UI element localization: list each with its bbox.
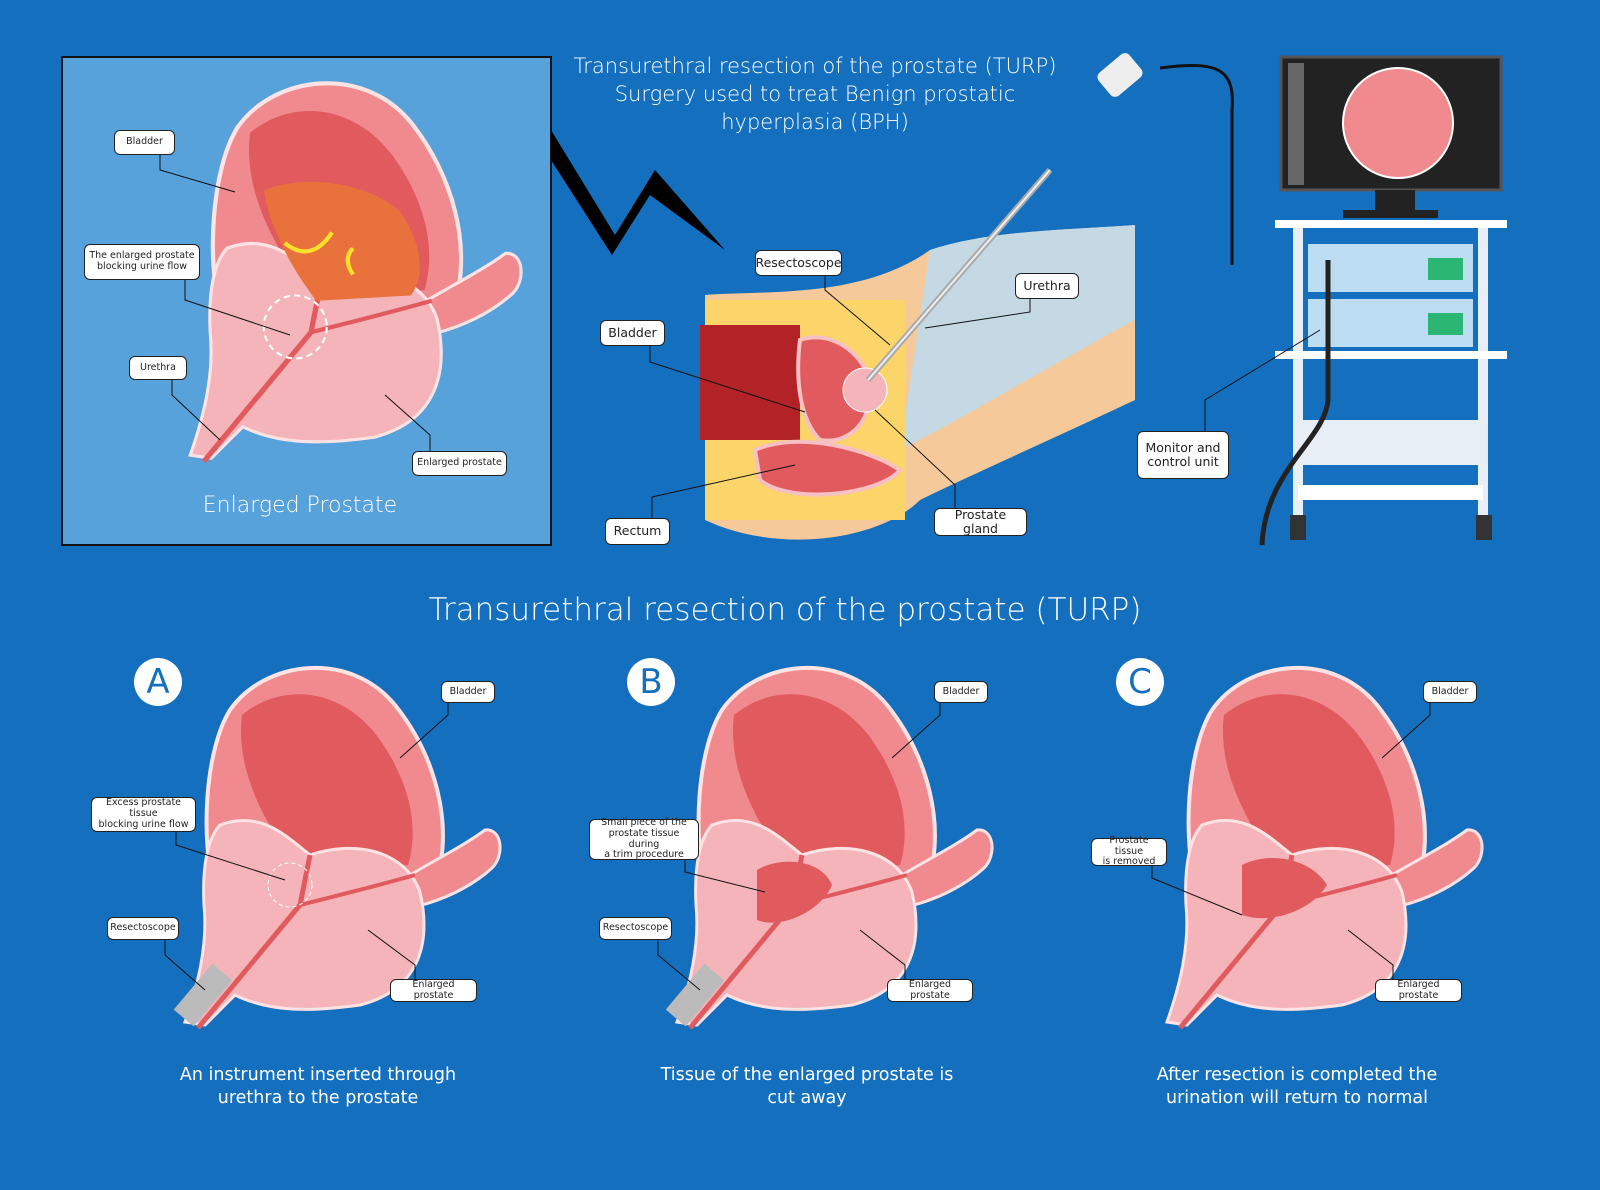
step-b-caption: Tissue of the enlarged prostate is cut aw… [637, 1064, 977, 1110]
label-line: blocking urine flow [97, 261, 187, 272]
label-bladder: Bladder [441, 681, 495, 703]
step-c-illustration [1167, 668, 1482, 1028]
label-urethra: Urethra [129, 356, 187, 380]
monitor-cart [1259, 55, 1507, 546]
step-c-badge: C [1116, 658, 1164, 706]
step-b-illustration [665, 668, 992, 1028]
label-line: a trim procedure [604, 849, 684, 861]
step-a-caption: An instrument inserted through urethra to… [148, 1064, 488, 1110]
label-enlarged-prostate: Enlarged prostate [390, 979, 477, 1002]
label-bladder: Bladder [1423, 681, 1477, 703]
label-prostate-gland: Prostate gland [934, 507, 1027, 536]
title-line: Transurethral resection of the prostate … [573, 54, 1057, 78]
label-resectoscope: Resectoscope [599, 917, 672, 940]
label-bladder: Bladder [600, 320, 665, 346]
label-line: blocking urine flow [98, 818, 189, 830]
main-title: Transurethral resection of the prostate … [570, 52, 1060, 136]
title-line: hyperplasia (BPH) [721, 110, 909, 134]
caption-line: cut away [767, 1088, 847, 1108]
caption-line: After resection is completed the [1156, 1065, 1438, 1085]
label-enlarged-prostate: Enlarged prostate [1375, 979, 1462, 1002]
inset-caption: Enlarged Prostate [202, 493, 398, 518]
label-enlarged-prostate: Enlarged prostate [412, 451, 507, 476]
label-urethra: Urethra [1015, 273, 1079, 299]
step-a-badge: A [134, 658, 182, 706]
label-resectoscope: Resectoscope [755, 250, 842, 276]
sagittal-view [700, 53, 1234, 540]
label-enlarged-prostate: Enlarged prostate [887, 979, 973, 1002]
label-line: is removed [1102, 856, 1156, 868]
label-line: control unit [1147, 454, 1219, 469]
label-line: prostate tissue during [608, 827, 680, 850]
caption-line: An instrument inserted through [179, 1065, 457, 1085]
caption-line: Tissue of the enlarged prostate is [660, 1065, 954, 1085]
enlarged-prostate-illustration [190, 83, 521, 461]
label-rectum: Rectum [605, 518, 670, 545]
label-resectoscope: Resectoscope [107, 917, 179, 940]
steps-title: Transurethral resection of the prostate … [428, 592, 1142, 628]
label-line: Small piece of the [601, 816, 687, 828]
label-line: Excess prostate tissue [105, 797, 182, 820]
title-line: Surgery used to treat Benign prostatic [614, 82, 1016, 106]
label-bladder: Bladder [934, 681, 988, 703]
zoom-connector [551, 130, 725, 255]
label-bladder: Bladder [114, 130, 175, 155]
caption-line: urethra to the prostate [217, 1088, 419, 1108]
step-a-illustration [173, 668, 500, 1028]
label-line: Monitor and [1145, 439, 1221, 455]
label-line: The enlarged prostate [89, 250, 195, 262]
step-c-caption: After resection is completed the urinatio… [1127, 1064, 1467, 1110]
label-line: Prostate tissue [1109, 834, 1149, 857]
leader-lines [159, 155, 1431, 991]
caption-line: urination will return to normal [1165, 1088, 1429, 1108]
step-b-badge: B [627, 658, 675, 706]
